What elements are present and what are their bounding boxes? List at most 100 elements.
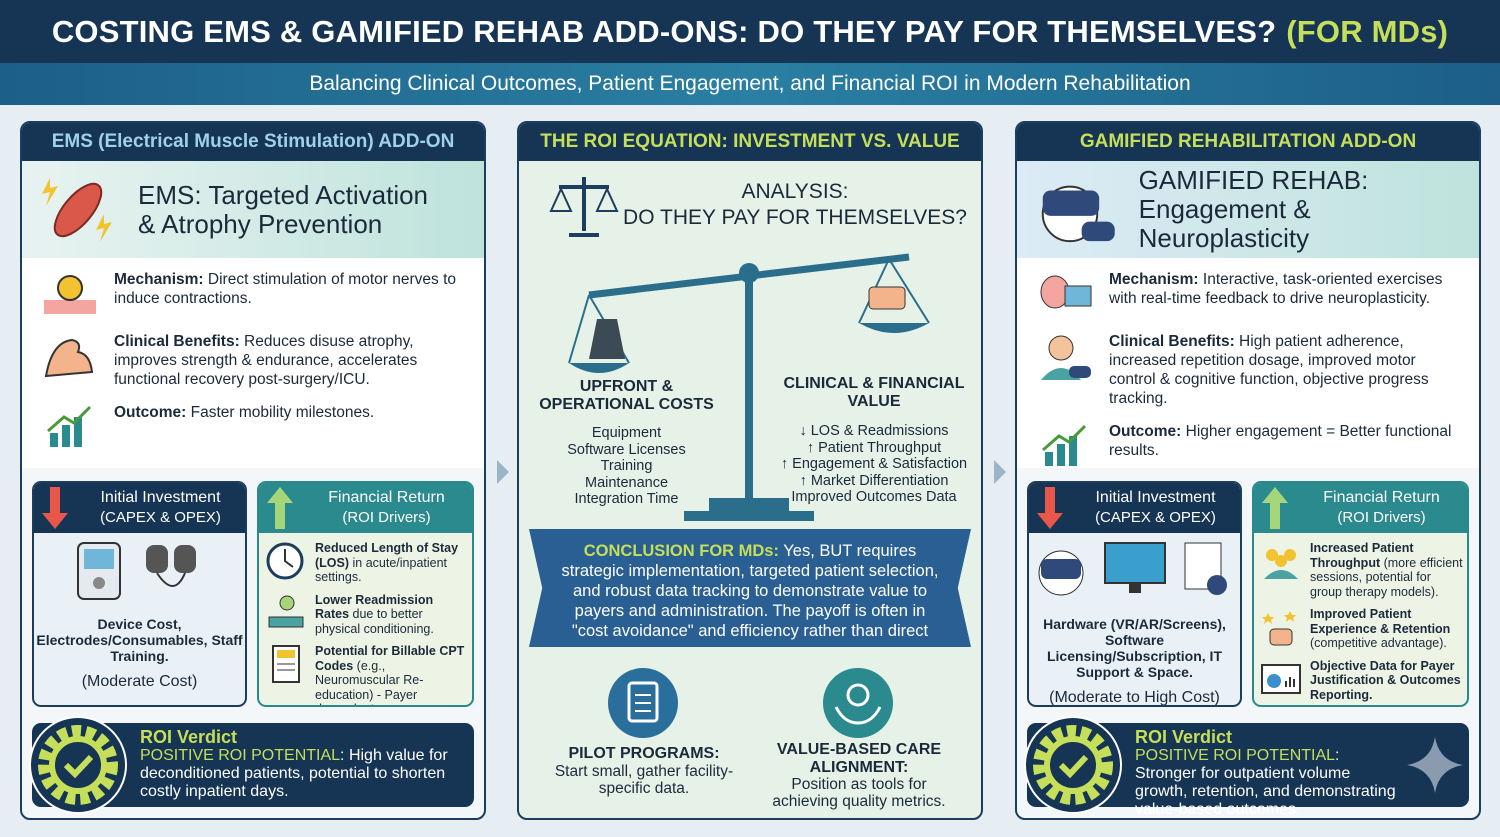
return-item: Potential for Billable CPT Codes (e.g., … bbox=[259, 644, 472, 706]
list-item: Clinical Benefits: High patient adherenc… bbox=[1037, 332, 1463, 408]
return-item-label: Lower Readmission Rates bbox=[315, 592, 434, 622]
thumbs-up-stars-icon bbox=[1262, 611, 1296, 646]
verdict-title: ROI Verdict bbox=[1135, 727, 1233, 747]
value-item: ↑ Market Differentiation bbox=[799, 472, 949, 489]
muscle-lightning-icon bbox=[42, 177, 112, 242]
investment-level: (Moderate to High Cost) bbox=[1049, 689, 1220, 706]
return-item: Improved Patient Experience & Retention … bbox=[1254, 607, 1467, 651]
value-title: CLINICAL & FINANCIAL VALUE bbox=[783, 375, 965, 410]
item-label: Clinical Benefits: bbox=[1109, 333, 1235, 350]
cost-item: Maintenance bbox=[584, 474, 669, 491]
conclusion-banner: CONCLUSION FOR MDs: Yes, BUT requires st… bbox=[529, 529, 971, 647]
growth-chart-icon bbox=[1042, 424, 1087, 466]
investment-title: Initial Investment bbox=[100, 489, 221, 506]
flow-arrow-icon bbox=[994, 460, 1006, 484]
verdict-text: : Stronger for outpatient volume growth,… bbox=[1135, 747, 1396, 818]
verdict-label: POSITIVE ROI POTENTIAL bbox=[140, 747, 341, 764]
return-item: Objective Data for Payer Justification &… bbox=[1254, 659, 1467, 703]
conclusion-text: Yes, BUT requires strategic implementati… bbox=[561, 542, 939, 660]
return-item-label: Improved Patient Experience & Retention bbox=[1310, 607, 1451, 636]
item-label: Mechanism: bbox=[114, 271, 204, 288]
item-label: Clinical Benefits: bbox=[114, 333, 240, 350]
return-item-label: Potential for Billable CPT Codes bbox=[315, 644, 465, 673]
item-text: Faster mobility milestones. bbox=[186, 404, 375, 421]
investment-sub: (CAPEX & OPEX) bbox=[100, 509, 221, 526]
gamified-hero: GAMIFIED REHAB:Engagement & Neuroplastic… bbox=[1017, 161, 1479, 258]
return-title: Financial Return bbox=[1323, 489, 1440, 506]
list-item: Outcome: Higher engagement = Better func… bbox=[1037, 422, 1463, 470]
up-arrow-icon bbox=[1262, 487, 1288, 529]
list-item: Mechanism: Direct stimulation of motor n… bbox=[42, 270, 468, 318]
vr-monitor-software-icon bbox=[1038, 542, 1227, 596]
ems-investment-box: Initial Investment (CAPEX & OPEX) Device … bbox=[32, 481, 247, 707]
clock-icon bbox=[266, 542, 304, 580]
vr-headset-gamepad-icon bbox=[1041, 185, 1115, 242]
return-item-text: (competitive advantage). bbox=[1310, 636, 1447, 650]
analysis-question: DO THEY PAY FOR THEMSELVES? bbox=[623, 206, 967, 229]
vbc-text: Position as tools for achieving quality … bbox=[772, 776, 946, 810]
gamified-cost-return: Initial Investment(CAPEX & OPEX) Hardwar… bbox=[1027, 481, 1469, 707]
up-arrow-icon bbox=[267, 487, 293, 529]
ems-panel-title: EMS (Electrical Muscle Stimulation) ADD-… bbox=[22, 123, 484, 161]
gamified-panel-title: GAMIFIED REHABILITATION ADD-ON bbox=[1017, 123, 1479, 161]
ems-feature-list: Mechanism: Direct stimulation of motor n… bbox=[22, 258, 484, 468]
cost-item: Equipment bbox=[591, 425, 662, 441]
return-item-text: (e.g., Neuromuscular Re-education) - Pay… bbox=[315, 658, 424, 706]
patient-gamepad-icon bbox=[1041, 335, 1091, 380]
title-text: COSTING EMS & GAMIFIED REHAB ADD-ONS: DO… bbox=[51, 13, 1277, 49]
gamified-hero-title: GAMIFIED REHAB: bbox=[1138, 165, 1369, 195]
pilot-text: Start small, gather facility-specific da… bbox=[554, 763, 734, 797]
verdict-label: POSITIVE ROI POTENTIAL bbox=[1135, 747, 1336, 764]
title-accent: (FOR MDs) bbox=[1286, 13, 1449, 49]
clipboard-icon bbox=[608, 668, 678, 738]
gamified-hero-subtitle: Engagement & Neuroplasticity bbox=[1138, 194, 1311, 253]
dashboard-report-icon bbox=[1261, 663, 1301, 694]
list-item: Clinical Benefits: Reduces disuse atroph… bbox=[42, 332, 468, 389]
gear-check-icon bbox=[29, 716, 127, 814]
item-label: Mechanism: bbox=[1109, 271, 1199, 288]
investment-sub: (CAPEX & OPEX) bbox=[1095, 509, 1216, 526]
value-item: ↑ Engagement & Satisfaction bbox=[780, 456, 968, 472]
return-item-text: due to better physical conditioning. bbox=[315, 607, 434, 636]
flexed-arm-icon bbox=[44, 338, 94, 378]
small-scale-icon bbox=[549, 177, 619, 237]
return-item-label: Objective Data for Payer Justification &… bbox=[1310, 658, 1461, 702]
down-arrow-icon bbox=[1037, 487, 1063, 529]
balance-scale-icon bbox=[568, 253, 930, 521]
flow-arrow-icon bbox=[497, 460, 509, 484]
nerve-icon bbox=[44, 275, 96, 314]
group-people-icon bbox=[1264, 549, 1298, 579]
item-text: Interactive, task-oriented exercises wit… bbox=[1109, 271, 1443, 307]
item-text: High patient adherence, increased repeti… bbox=[1109, 333, 1429, 407]
item-text: Direct stimulation of motor nerves to in… bbox=[114, 271, 456, 307]
return-item: Increased Patient Throughput (more effic… bbox=[1254, 541, 1467, 599]
gamified-investment-box: Initial Investment(CAPEX & OPEX) Hardwar… bbox=[1027, 481, 1242, 707]
gamified-feature-list: Mechanism: Interactive, task-oriented ex… bbox=[1017, 258, 1479, 468]
value-item: ↑ Patient Throughput bbox=[806, 439, 942, 456]
ems-panel: EMS (Electrical Muscle Stimulation) ADD-… bbox=[20, 121, 486, 820]
ems-cost-return: Initial Investment (CAPEX & OPEX) Device … bbox=[32, 481, 474, 707]
bed-check-icon bbox=[268, 595, 304, 627]
return-item-text: (more efficient sessions, potential for … bbox=[1310, 555, 1463, 599]
cost-item: Software Licenses bbox=[567, 441, 686, 458]
return-item-label: Increased Patient Throughput bbox=[1310, 541, 1414, 570]
value-list: ↓ LOS & Readmissions↑ Patient Throughput… bbox=[774, 423, 974, 506]
page-title: COSTING EMS & GAMIFIED REHAB ADD-ONS: DO… bbox=[0, 0, 1500, 63]
investment-costs: Device Cost, Electrodes/Consumables, Sta… bbox=[36, 616, 243, 664]
gamified-panel: GAMIFIED REHABILITATION ADD-ON GAMIFIED … bbox=[1015, 121, 1481, 820]
page-subtitle: Balancing Clinical Outcomes, Patient Eng… bbox=[0, 63, 1500, 105]
roi-panel-title: THE ROI EQUATION: INVESTMENT VS. VALUE bbox=[519, 123, 981, 161]
conclusion-label: CONCLUSION FOR MDs: bbox=[583, 542, 779, 560]
costs-title: UPFRONT & OPERATIONAL COSTS bbox=[539, 378, 714, 413]
gamified-return-box: Financial Return (ROI Drivers) Increased … bbox=[1252, 481, 1469, 707]
ems-hero: EMS: Targeted Activation & Atrophy Preve… bbox=[22, 161, 484, 258]
brain-screen-icon bbox=[1040, 275, 1092, 309]
return-item-label: Reduced Length of Stay (LOS) bbox=[315, 541, 459, 570]
down-arrow-icon bbox=[42, 487, 68, 529]
return-sub: (ROI Drivers) bbox=[1337, 509, 1426, 526]
verdict-title: ROI Verdict bbox=[140, 727, 238, 747]
return-item: Reduced Length of Stay (LOS) in acute/in… bbox=[259, 541, 472, 585]
ems-hero-title: EMS: Targeted Activation & Atrophy Preve… bbox=[138, 179, 429, 239]
growth-chart-icon bbox=[47, 405, 92, 447]
